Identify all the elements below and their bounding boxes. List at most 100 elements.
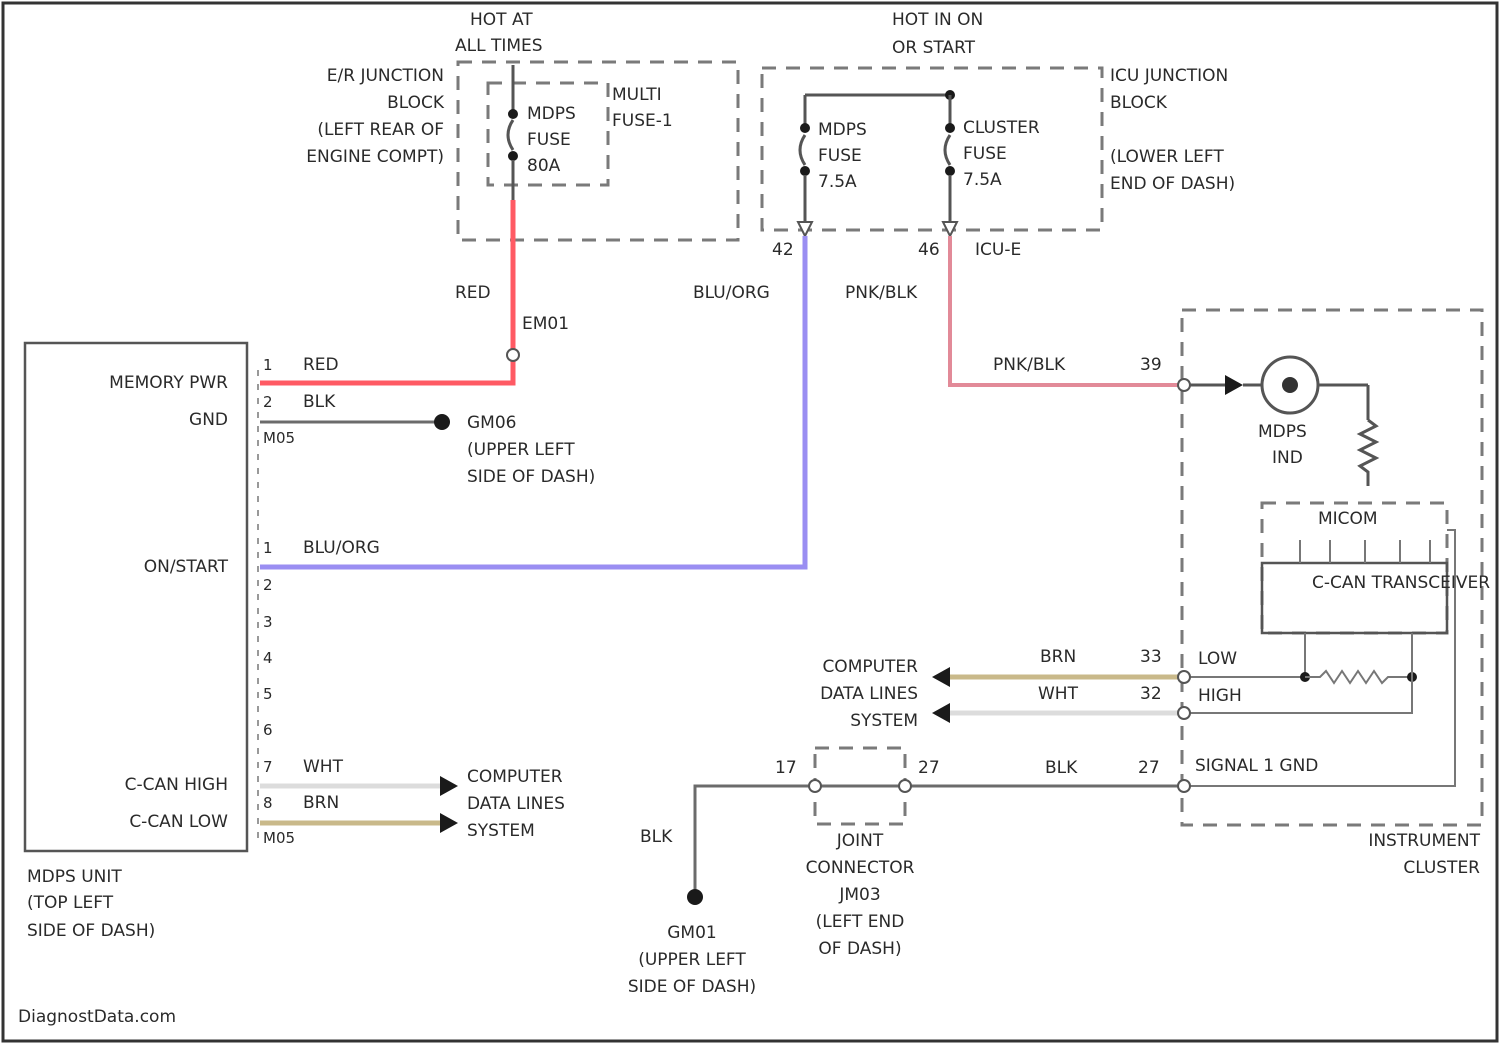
pin-5: 5 xyxy=(263,685,273,703)
cdl-left-line3: SYSTEM xyxy=(467,821,535,841)
frame xyxy=(3,3,1497,1041)
gm01-line1: GM01 xyxy=(667,923,716,943)
gm01-line2: (UPPER LEFT xyxy=(638,950,746,970)
em01-label: EM01 xyxy=(522,314,569,334)
cdl-left-line1: COMPUTER xyxy=(467,767,563,787)
arrow-icon xyxy=(440,813,458,833)
mdps-ind-line1: MDPS xyxy=(1258,422,1307,442)
pin33-label: 33 xyxy=(1140,647,1162,667)
em01-connector xyxy=(507,349,519,361)
blk-wire-label-right: BLK xyxy=(1045,758,1078,778)
wht-wire-label-right: WHT xyxy=(1038,684,1079,704)
cdl-right-line2: DATA LINES xyxy=(820,684,918,704)
mdps-fuse75-line2: FUSE xyxy=(818,146,862,166)
pin-1b: 1 xyxy=(263,539,273,557)
pin-8: 8 xyxy=(263,794,273,812)
blk-signal-gnd-wire xyxy=(695,786,1182,895)
gm06-ground-icon xyxy=(434,414,450,430)
arrow-icon xyxy=(440,776,458,796)
cluster-fuse-line1: CLUSTER xyxy=(963,118,1040,138)
memory-pwr-label: MEMORY PWR xyxy=(109,373,228,393)
mdps-unit-line1: MDPS UNIT xyxy=(27,867,122,887)
pin-7: 7 xyxy=(263,758,273,776)
gnd-label: GND xyxy=(189,410,228,430)
fuse-icon xyxy=(508,65,518,200)
hot-run-line2: OR START xyxy=(892,38,976,58)
mdps-unit-line3: SIDE OF DASH) xyxy=(27,921,155,941)
mdps-fuse80-line2: FUSE xyxy=(527,130,571,150)
m05-label-top: M05 xyxy=(263,429,295,447)
pnk-blk-label-top: PNK/BLK xyxy=(845,283,918,303)
indicator-lamp-icon xyxy=(1182,357,1368,420)
multi-fuse-line2: FUSE-1 xyxy=(612,111,673,131)
cluster-fuse-line3: 7.5A xyxy=(963,170,1002,190)
multi-fuse-line1: MULTI xyxy=(612,85,662,105)
gm06-line1: GM06 xyxy=(467,413,516,433)
brn-wire-label-right: BRN xyxy=(1040,647,1076,667)
gm01-line3: SIDE OF DASH) xyxy=(628,977,756,997)
cdl-left-line2: DATA LINES xyxy=(467,794,565,814)
icu-junction-line1: ICU JUNCTION xyxy=(1110,66,1228,86)
joint-connector-line5: OF DASH) xyxy=(818,939,901,959)
gm06-line3: SIDE OF DASH) xyxy=(467,467,595,487)
icu-junction-line2: BLOCK xyxy=(1110,93,1168,113)
blu-org-label-top: BLU/ORG xyxy=(693,283,770,303)
mdps-fuse80-line1: MDPS xyxy=(527,104,576,124)
joint-connector-line1: JOINT xyxy=(836,831,884,851)
cdl-right-line1: COMPUTER xyxy=(822,657,918,677)
blk-wire-label-vertical: BLK xyxy=(640,827,673,847)
pin32-label: 32 xyxy=(1140,684,1162,704)
blk-wire-label-left: BLK xyxy=(303,392,336,412)
gm06-line2: (UPPER LEFT xyxy=(467,440,575,460)
signal-gnd-label: SIGNAL 1 GND xyxy=(1195,756,1318,776)
hot-all-times-line1: HOT AT xyxy=(470,10,533,30)
icu-e-label: ICU-E xyxy=(975,240,1021,260)
pin27-connector xyxy=(1178,780,1190,792)
cdl-right-line3: SYSTEM xyxy=(850,711,918,731)
pin-2b: 2 xyxy=(263,576,273,594)
pin-4: 4 xyxy=(263,649,273,667)
mdps-fuse75-line3: 7.5A xyxy=(818,172,857,192)
er-junction-line2: BLOCK xyxy=(387,93,445,113)
pin39-connector xyxy=(1178,379,1190,391)
high-label: HIGH xyxy=(1198,686,1242,706)
joint-connector-line4: (LEFT END xyxy=(816,912,905,932)
low-label: LOW xyxy=(1198,649,1237,669)
pin27b-label: 27 xyxy=(1138,758,1160,778)
micom-pins xyxy=(1300,540,1430,563)
instrument-cluster-line2: CLUSTER xyxy=(1403,858,1480,878)
resistor-icon xyxy=(1360,420,1376,486)
er-junction-block xyxy=(458,62,738,240)
pin17-label: 17 xyxy=(775,758,797,778)
pin-2: 2 xyxy=(263,393,273,411)
wht-wire-label-left: WHT xyxy=(303,757,344,777)
ccan-high-label: C-CAN HIGH xyxy=(125,775,228,795)
joint-connector-line3: JM03 xyxy=(838,885,880,905)
cluster-fuse-line2: FUSE xyxy=(963,144,1007,164)
cluster-fuse-icon xyxy=(945,90,955,228)
hot-run-line1: HOT IN ON xyxy=(892,10,983,30)
mdps-fuse75-line1: MDPS xyxy=(818,120,867,140)
mdps-ind-line2: IND xyxy=(1272,448,1303,468)
micom-label: MICOM xyxy=(1318,509,1378,529)
terminating-resistor-icon xyxy=(1305,671,1408,683)
watermark: DiagnostData.com xyxy=(18,1007,176,1027)
brn-wire-label-left: BRN xyxy=(303,793,339,813)
m05-label-bottom: M05 xyxy=(263,829,295,847)
icu-junction-line3: (LOWER LEFT xyxy=(1110,147,1224,167)
joint-pin27 xyxy=(899,780,911,792)
er-junction-line4: ENGINE COMPT) xyxy=(306,147,444,167)
er-junction-line1: E/R JUNCTION xyxy=(327,66,444,86)
mdps-fuse80-line3: 80A xyxy=(527,156,561,176)
icu-junction-block xyxy=(762,68,1102,230)
arrow-icon xyxy=(932,703,950,723)
gm01-ground-icon xyxy=(687,889,703,905)
icu-junction-line4: END OF DASH) xyxy=(1110,174,1235,194)
pin46-label: 46 xyxy=(918,240,940,260)
hot-all-times-line2: ALL TIMES xyxy=(455,36,543,56)
er-junction-line3: (LEFT REAR OF xyxy=(317,120,444,140)
blu-org-label-left: BLU/ORG xyxy=(303,538,380,558)
on-start-label: ON/START xyxy=(144,557,229,577)
